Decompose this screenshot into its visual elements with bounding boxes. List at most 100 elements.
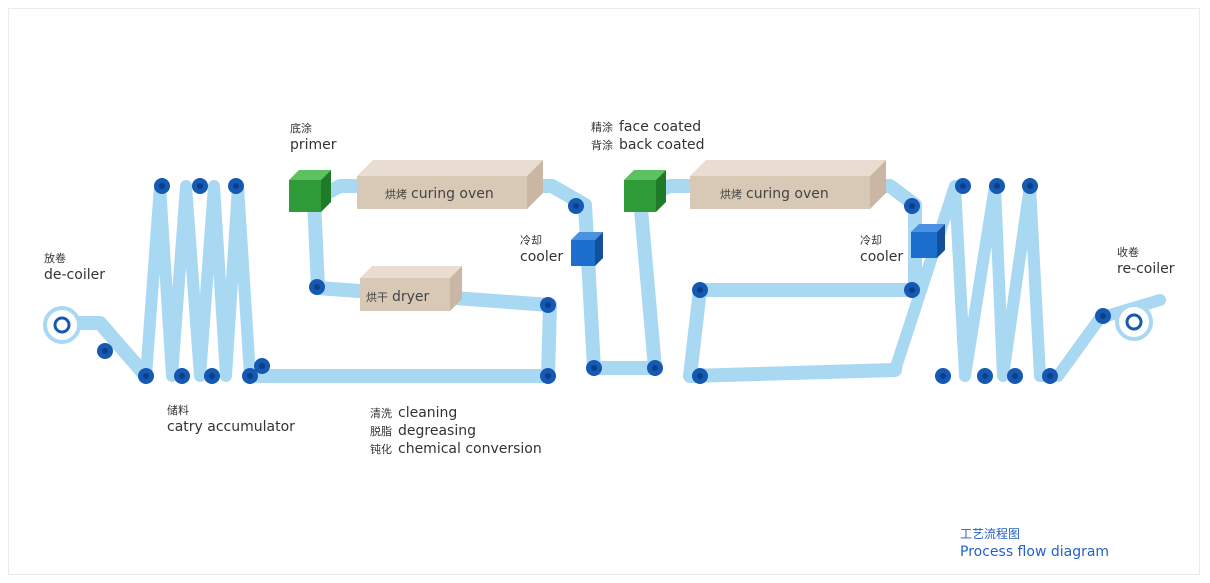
roller-20 [935, 368, 951, 384]
roller-22-core [982, 373, 988, 379]
finish-coater-top [624, 170, 666, 180]
roller-22 [977, 368, 993, 384]
roller-18-core [697, 287, 703, 293]
finish-coater-front [624, 180, 656, 212]
curing-oven-2-top [690, 160, 886, 176]
belt-main-process [251, 179, 922, 383]
curing-oven-1-side [527, 160, 543, 209]
roller-15-core [652, 365, 658, 371]
roller-23-core [994, 183, 1000, 189]
roller-16-core [909, 203, 915, 209]
roller-27 [1095, 308, 1111, 324]
recoiler-label: 收卷 re-coiler [1117, 246, 1175, 277]
roller-16 [904, 198, 920, 214]
roller-26 [1042, 368, 1058, 384]
cooler-2-label: 冷却 cooler [860, 234, 904, 265]
cooler-1-front [571, 240, 595, 266]
roller-1-core [102, 348, 108, 354]
dryer-side [450, 266, 462, 311]
diagram-caption: 工艺流程图 Process flow diagram [960, 525, 1109, 561]
roller-5-core [247, 373, 253, 379]
primer-coater-top [289, 170, 331, 180]
roller-24-core [1012, 373, 1018, 379]
diagram-frame [8, 8, 1200, 575]
roller-8 [228, 178, 244, 194]
roller-26-core [1047, 373, 1053, 379]
roller-6-core [159, 183, 165, 189]
cooler-2-front [911, 232, 937, 258]
roller-7 [192, 178, 208, 194]
roller-3-core [179, 373, 185, 379]
recoiler-coil-hub [1125, 313, 1143, 331]
cooler-2-top [911, 224, 945, 232]
roller-25-core [1027, 183, 1033, 189]
dryer [360, 266, 462, 311]
roller-2 [138, 368, 154, 384]
roller-27-core [1100, 313, 1106, 319]
curing-oven-2-side [870, 160, 886, 209]
cooler-1-label: 冷却 cooler [520, 234, 564, 265]
roller-13 [568, 198, 584, 214]
caption-en: Process flow diagram [960, 544, 1110, 560]
roller-3 [174, 368, 190, 384]
curing-oven-2 [690, 160, 886, 209]
curing-oven-1-front [357, 176, 527, 209]
roller-19 [692, 368, 708, 384]
finish-coater [624, 170, 666, 212]
decoiler-coil-hub [53, 316, 71, 334]
roller-12-core [314, 284, 320, 290]
primer-coater [289, 170, 331, 212]
cooler-1-side [595, 232, 603, 266]
accumulator-label: 储料 catry accumulator [167, 404, 295, 435]
roller-6 [154, 178, 170, 194]
roller-11 [540, 297, 556, 313]
decoiler-label: 放卷 de-coiler [44, 252, 105, 283]
belt-exit-accumulator [889, 180, 1166, 382]
roller-19-core [697, 373, 703, 379]
roller-17-core [909, 287, 915, 293]
cooler-2-side [937, 224, 945, 258]
roller-9-core [259, 363, 265, 369]
roller-15 [647, 360, 663, 376]
roller-17 [904, 282, 920, 298]
dryer-top [360, 266, 462, 278]
dryer-front [360, 278, 450, 311]
primer-coater-front [289, 180, 321, 212]
roller-11-core [545, 302, 551, 308]
belt-accumulator [140, 180, 256, 382]
roller-24 [1007, 368, 1023, 384]
strip-path [55, 179, 1166, 383]
curing-oven-2-front [690, 176, 870, 209]
roller-9 [254, 358, 270, 374]
caption-zh: 工艺流程图 [960, 527, 1021, 541]
roller-25 [1022, 178, 1038, 194]
roller-10 [540, 368, 556, 384]
roller-18 [692, 282, 708, 298]
roller-4-core [209, 373, 215, 379]
recoiler-coil [1115, 303, 1153, 341]
roller-4 [204, 368, 220, 384]
roller-20-core [940, 373, 946, 379]
primer-label: 底涂 primer [290, 122, 337, 153]
decoiler-coil [43, 306, 81, 344]
roller-12 [309, 279, 325, 295]
roller-21 [955, 178, 971, 194]
roller-10-core [545, 373, 551, 379]
primer-coater-side [321, 170, 331, 212]
cooler-1 [571, 232, 603, 266]
roller-5 [242, 368, 258, 384]
roller-2-core [143, 373, 149, 379]
roller-7-core [197, 183, 203, 189]
roller-1 [97, 343, 113, 359]
roller-14 [586, 360, 602, 376]
roller-23 [989, 178, 1005, 194]
